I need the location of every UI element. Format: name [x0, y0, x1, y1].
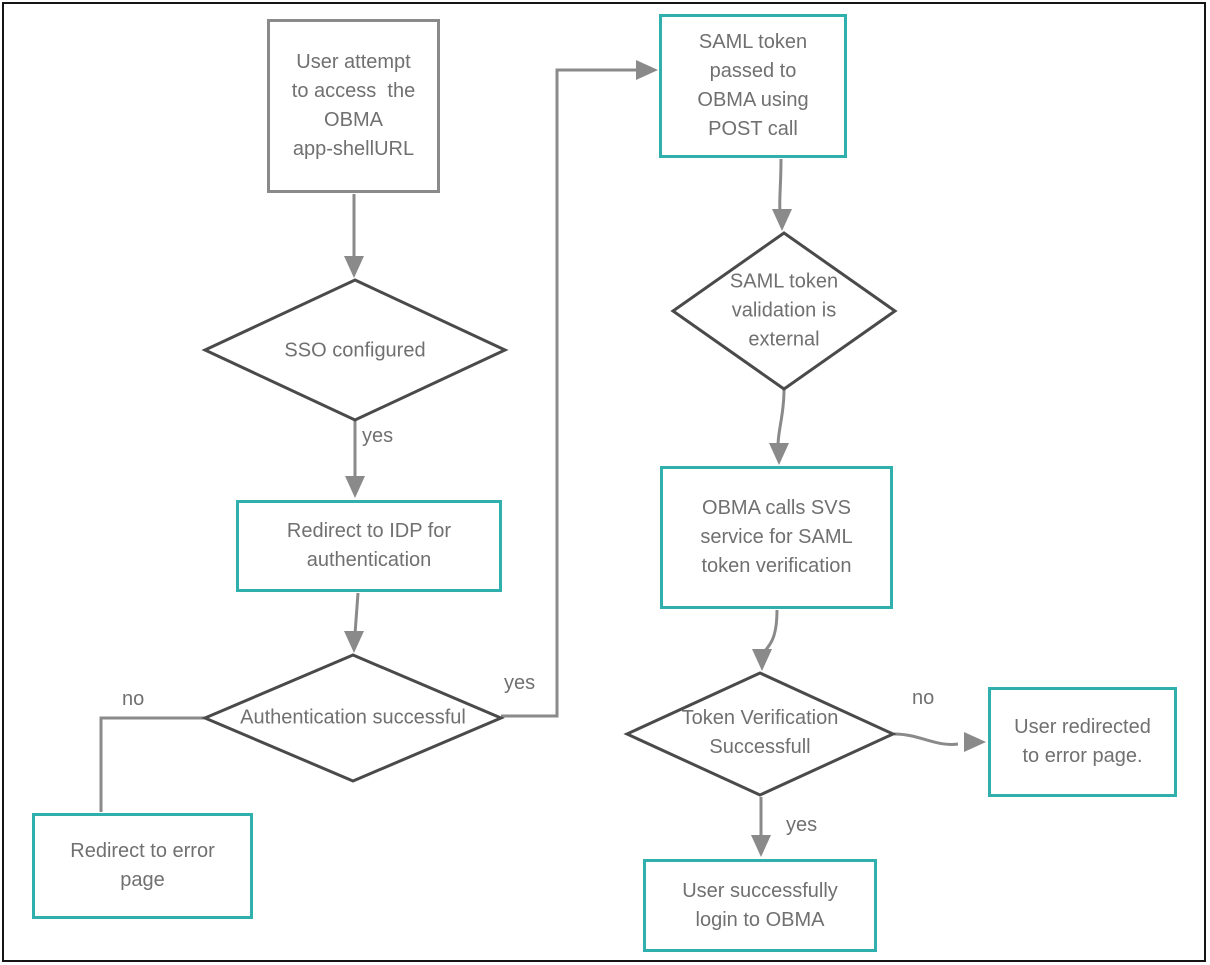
arrowhead-into-auth — [344, 631, 364, 653]
arrowhead-into-error-right — [964, 732, 986, 752]
edge-token-no-to-error — [893, 732, 959, 746]
node-redirect-idp: Redirect to IDP for authentication — [236, 500, 502, 592]
node-saml-token-post: SAML token passed to OBMA using POST cal… — [659, 14, 847, 158]
node-start: User attempt to access the OBMA app-shel… — [267, 19, 440, 193]
arrowhead-into-svs — [769, 443, 789, 465]
diamond-token-verification — [623, 671, 897, 797]
label-auth-successful: Authentication successful — [240, 706, 466, 729]
node-user-redirected-error: User redirected to error page. — [988, 687, 1177, 797]
node-obma-calls-svs: OBMA calls SVS service for SAML token ve… — [660, 466, 893, 609]
arrowhead-into-idp — [345, 476, 365, 498]
label-sso-configured: SSO configured — [284, 339, 426, 362]
label-saml-validation: SAML token validation is external — [729, 270, 839, 351]
edge-saml-to-validation — [778, 158, 783, 213]
edge-label-auth-no: no — [122, 688, 145, 710]
edge-label-token-yes: yes — [786, 814, 818, 836]
edge-label-sso-yes: yes — [362, 425, 394, 447]
diamond-sso-configured — [201, 278, 509, 422]
arrowhead-into-token — [752, 649, 772, 671]
edge-auth-no-to-error — [99, 716, 205, 812]
edge-idp-to-auth — [353, 592, 360, 635]
edge-auth-yes-to-saml — [501, 68, 637, 718]
diamond-auth-successful — [201, 653, 505, 783]
arrowhead-into-login — [751, 835, 771, 857]
label-token-verification: Token Verification Successfull — [681, 707, 839, 758]
arrowhead-into-saml — [636, 60, 658, 80]
arrowhead-into-validation — [772, 209, 792, 231]
edge-label-auth-yes: yes — [504, 672, 536, 694]
edge-svs-to-token — [762, 609, 779, 653]
node-user-login-obma: User successfully login to OBMA — [643, 859, 877, 952]
node-redirect-error: Redirect to error page — [32, 813, 253, 919]
arrowhead-into-sso — [344, 256, 364, 278]
diamond-saml-validation — [670, 231, 898, 391]
edge-label-token-no: no — [912, 687, 935, 709]
edge-validation-to-svs — [776, 389, 786, 447]
